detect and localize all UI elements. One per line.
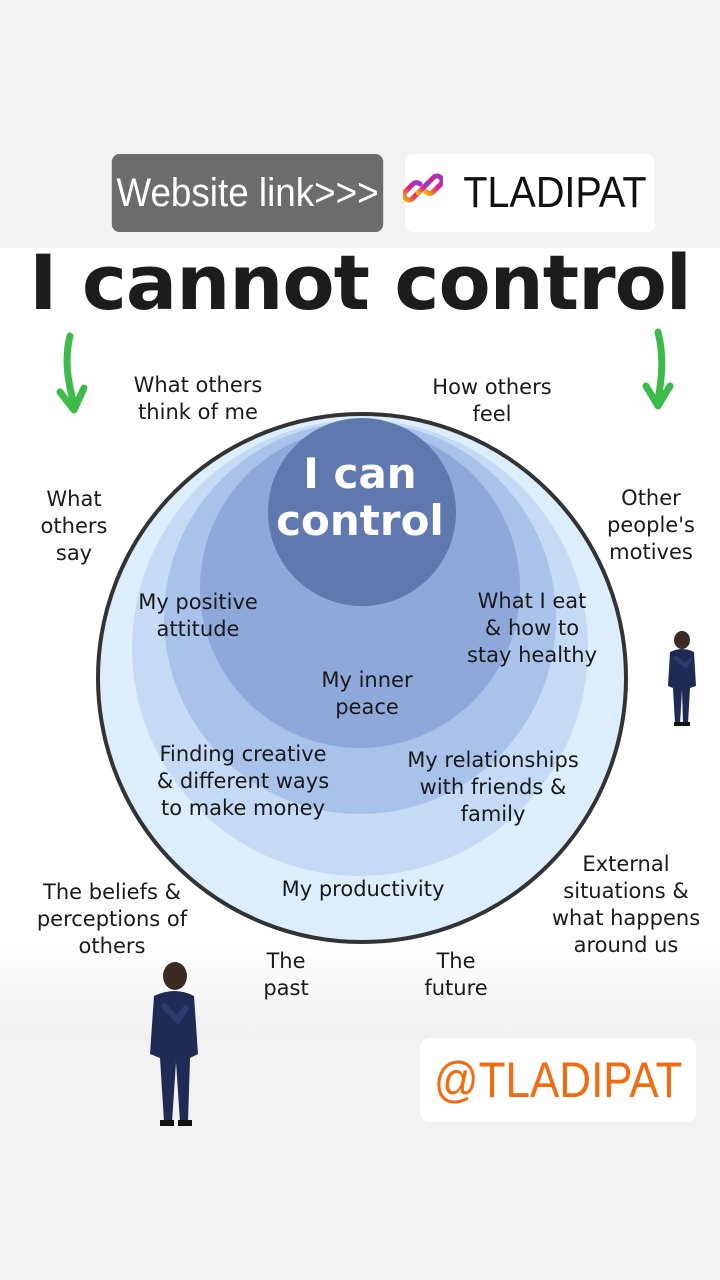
label-other-peoples-motives: Other people's motives [607, 486, 695, 564]
label-what-others-think: What others think of me [133, 373, 263, 424]
label-how-others-feel: How others feel [432, 375, 552, 426]
label-relationships: My relationships with friends & family [407, 748, 579, 826]
label-inner-peace: My inner peace [321, 668, 413, 719]
label-what-others-say: What others say [40, 487, 108, 565]
core-circle [268, 418, 456, 606]
label-productivity: My productivity [281, 877, 445, 901]
link-handle-sticker[interactable]: TLADIPAT [401, 154, 655, 232]
link-handle-text: TLADIPAT [463, 168, 647, 217]
outer-title: I cannot control [29, 238, 692, 327]
label-creative-ways-money: Finding creative & different ways to mak… [156, 742, 330, 820]
threads-handle-badge[interactable]: @TLADIPAT [420, 1038, 696, 1122]
website-link-label: Website link>>> [116, 170, 379, 215]
label-the-past: The past [263, 949, 309, 1000]
inner-title: I can control [276, 449, 444, 545]
label-external-situations: External situations & what happens aroun… [551, 852, 701, 957]
bottom-fade [0, 940, 720, 1040]
person-figure-icon [150, 962, 198, 1126]
green-arrow-icon [56, 332, 88, 414]
website-link-sticker[interactable]: Website link>>> [111, 154, 384, 232]
label-positive-attitude: My positive attitude [138, 590, 258, 641]
label-what-i-eat: What I eat & how to stay healthy [466, 589, 598, 667]
green-arrow-icon [642, 328, 674, 410]
person-figure-icon [668, 631, 696, 726]
link-icon [401, 168, 445, 219]
label-beliefs-of-others: The beliefs & perceptions of others [36, 880, 188, 958]
threads-handle-text: @TLADIPAT [433, 1052, 683, 1108]
label-the-future: The future [424, 949, 488, 1000]
